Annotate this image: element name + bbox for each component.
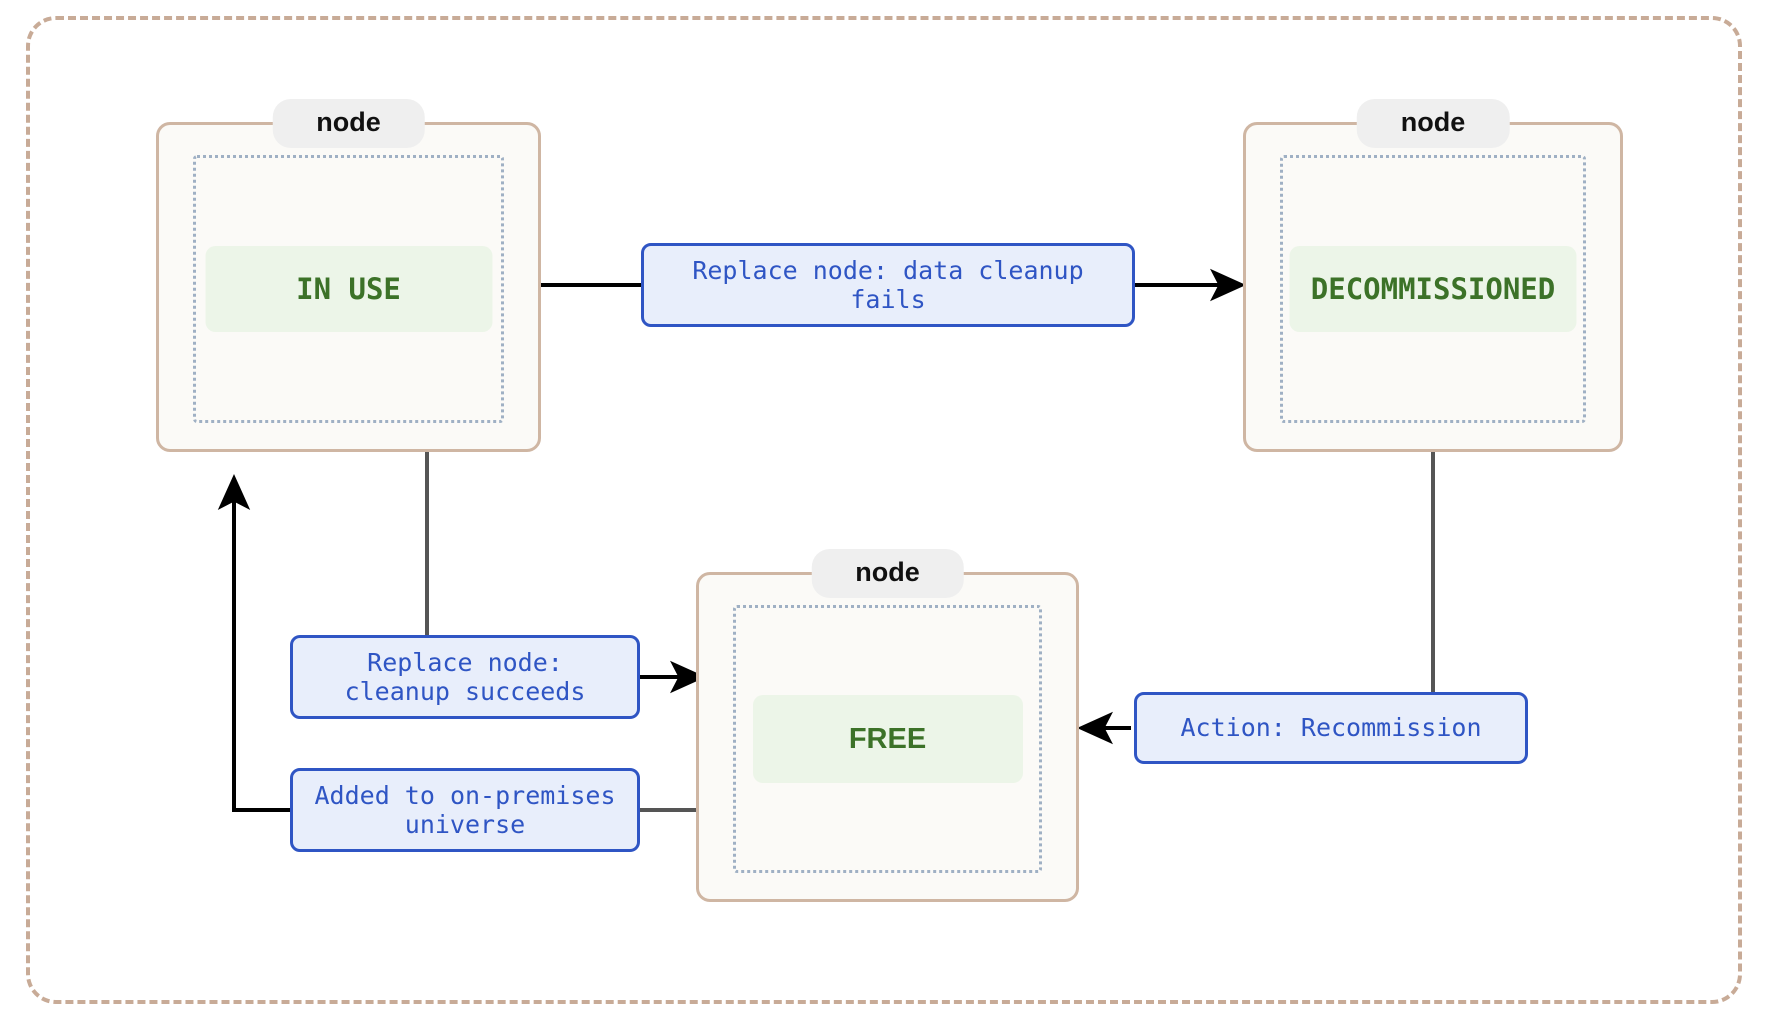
- composite-node-decommissioned[interactable]: node DECOMMISSIONED: [1243, 99, 1623, 452]
- edge-label-replace-node-cleanup-fails[interactable]: Replace node: data cleanup fails: [641, 243, 1135, 327]
- state-decommissioned[interactable]: DECOMMISSIONED: [1289, 246, 1577, 332]
- composite-title-free: node: [811, 549, 964, 598]
- composite-title-inuse: node: [272, 99, 425, 148]
- composite-title-decommissioned: node: [1356, 99, 1510, 148]
- state-free[interactable]: FREE: [752, 695, 1023, 783]
- composite-inner-free: FREE: [733, 605, 1042, 873]
- diagram-outer-frame: [26, 16, 1742, 1004]
- composite-inner-inuse: IN USE: [193, 155, 504, 423]
- edge-label-added-to-on-premises-universe[interactable]: Added to on-premises universe: [290, 768, 640, 852]
- edge-label-replace-node-cleanup-succeeds[interactable]: Replace node: cleanup succeeds: [290, 635, 640, 719]
- composite-node-inuse[interactable]: node IN USE: [156, 99, 541, 452]
- composite-inner-decommissioned: DECOMMISSIONED: [1280, 155, 1586, 423]
- state-inuse[interactable]: IN USE: [205, 246, 492, 332]
- composite-node-free[interactable]: node FREE: [696, 549, 1079, 902]
- edge-label-action-recommission[interactable]: Action: Recommission: [1134, 692, 1528, 764]
